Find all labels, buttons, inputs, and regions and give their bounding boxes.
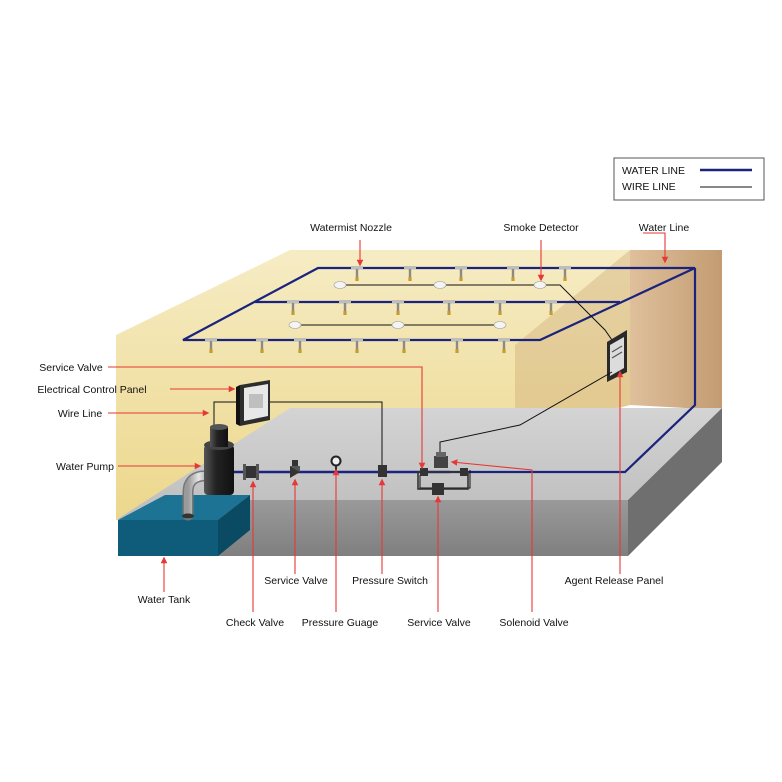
smoke-detector-icon	[433, 281, 447, 289]
label-water-tank: Water Tank	[138, 594, 191, 606]
solenoid-valve	[434, 452, 448, 468]
label-service-valve-top: Service Valve	[39, 362, 103, 374]
label-pressure-guage: Pressure Guage	[302, 617, 379, 629]
watermist-nozzle-icon	[351, 338, 363, 353]
watermist-nozzle-icon	[455, 266, 467, 281]
side-wall	[630, 250, 722, 410]
watermist-nozzle-icon	[494, 300, 506, 315]
watermist-nozzle-icon	[498, 338, 510, 353]
callouts	[108, 232, 669, 612]
floor-front	[218, 500, 628, 556]
watermist-nozzle-icon	[294, 338, 306, 353]
watermist-nozzle-icon	[205, 338, 217, 353]
smoke-detector-icon	[391, 321, 405, 329]
label-water-pump: Water Pump	[56, 461, 114, 473]
watermist-nozzle-icon	[404, 266, 416, 281]
label-smoke-detector: Smoke Detector	[503, 222, 579, 234]
watermist-nozzle-icon	[507, 266, 519, 281]
label-pressure-switch: Pressure Switch	[352, 575, 428, 587]
water-pump	[204, 424, 234, 495]
watermist-nozzle-icon	[443, 300, 455, 315]
watermist-nozzle-icon	[392, 300, 404, 315]
watermist-nozzle-icon	[351, 266, 363, 281]
floor-side	[628, 408, 722, 556]
check-valve	[243, 464, 259, 480]
service-valve-2	[420, 468, 468, 495]
intake-pipe	[182, 470, 216, 521]
agent-release-panel	[607, 330, 627, 382]
legend-wire-line-label: WIRE LINE	[622, 181, 676, 193]
smoke-detector-icon	[333, 281, 347, 289]
watermist-nozzle-icon	[545, 300, 557, 315]
label-check-valve: Check Valve	[226, 617, 284, 629]
pressure-switch	[378, 465, 387, 477]
smoke-detector-icon	[288, 321, 302, 329]
electrical-control-panel	[236, 380, 270, 426]
label-group: Watermist Nozzle Smoke Detector Water Li…	[37, 222, 689, 629]
label-agent-release-panel: Agent Release Panel	[565, 575, 664, 587]
legend: WATER LINE WIRE LINE	[613, 157, 765, 201]
nozzle-group	[205, 266, 571, 353]
label-electrical-control-panel: Electrical Control Panel	[37, 384, 146, 396]
ceiling-water-network	[182, 266, 697, 474]
watermist-nozzle-icon	[256, 338, 268, 353]
watermist-nozzle-icon	[287, 300, 299, 315]
smoke-detector-icon	[493, 321, 507, 329]
label-solenoid-valve: Solenoid Valve	[499, 617, 568, 629]
service-valve-1	[290, 460, 300, 478]
legend-water-line-label: WATER LINE	[622, 165, 685, 177]
label-service-valve-2: Service Valve	[407, 617, 471, 629]
label-wire-line: Wire Line	[58, 408, 103, 420]
smoke-detector-icon	[533, 281, 547, 289]
label-watermist-nozzle: Watermist Nozzle	[310, 222, 392, 234]
watermist-nozzle-icon	[339, 300, 351, 315]
watermist-nozzle-icon	[398, 338, 410, 353]
watermist-nozzle-icon	[559, 266, 571, 281]
label-service-valve-1: Service Valve	[264, 575, 328, 587]
label-water-line: Water Line	[639, 222, 690, 234]
watermist-nozzle-icon	[451, 338, 463, 353]
detector-group	[288, 281, 547, 329]
floor-wire-lines	[213, 371, 613, 489]
wall-shadow	[515, 250, 630, 440]
